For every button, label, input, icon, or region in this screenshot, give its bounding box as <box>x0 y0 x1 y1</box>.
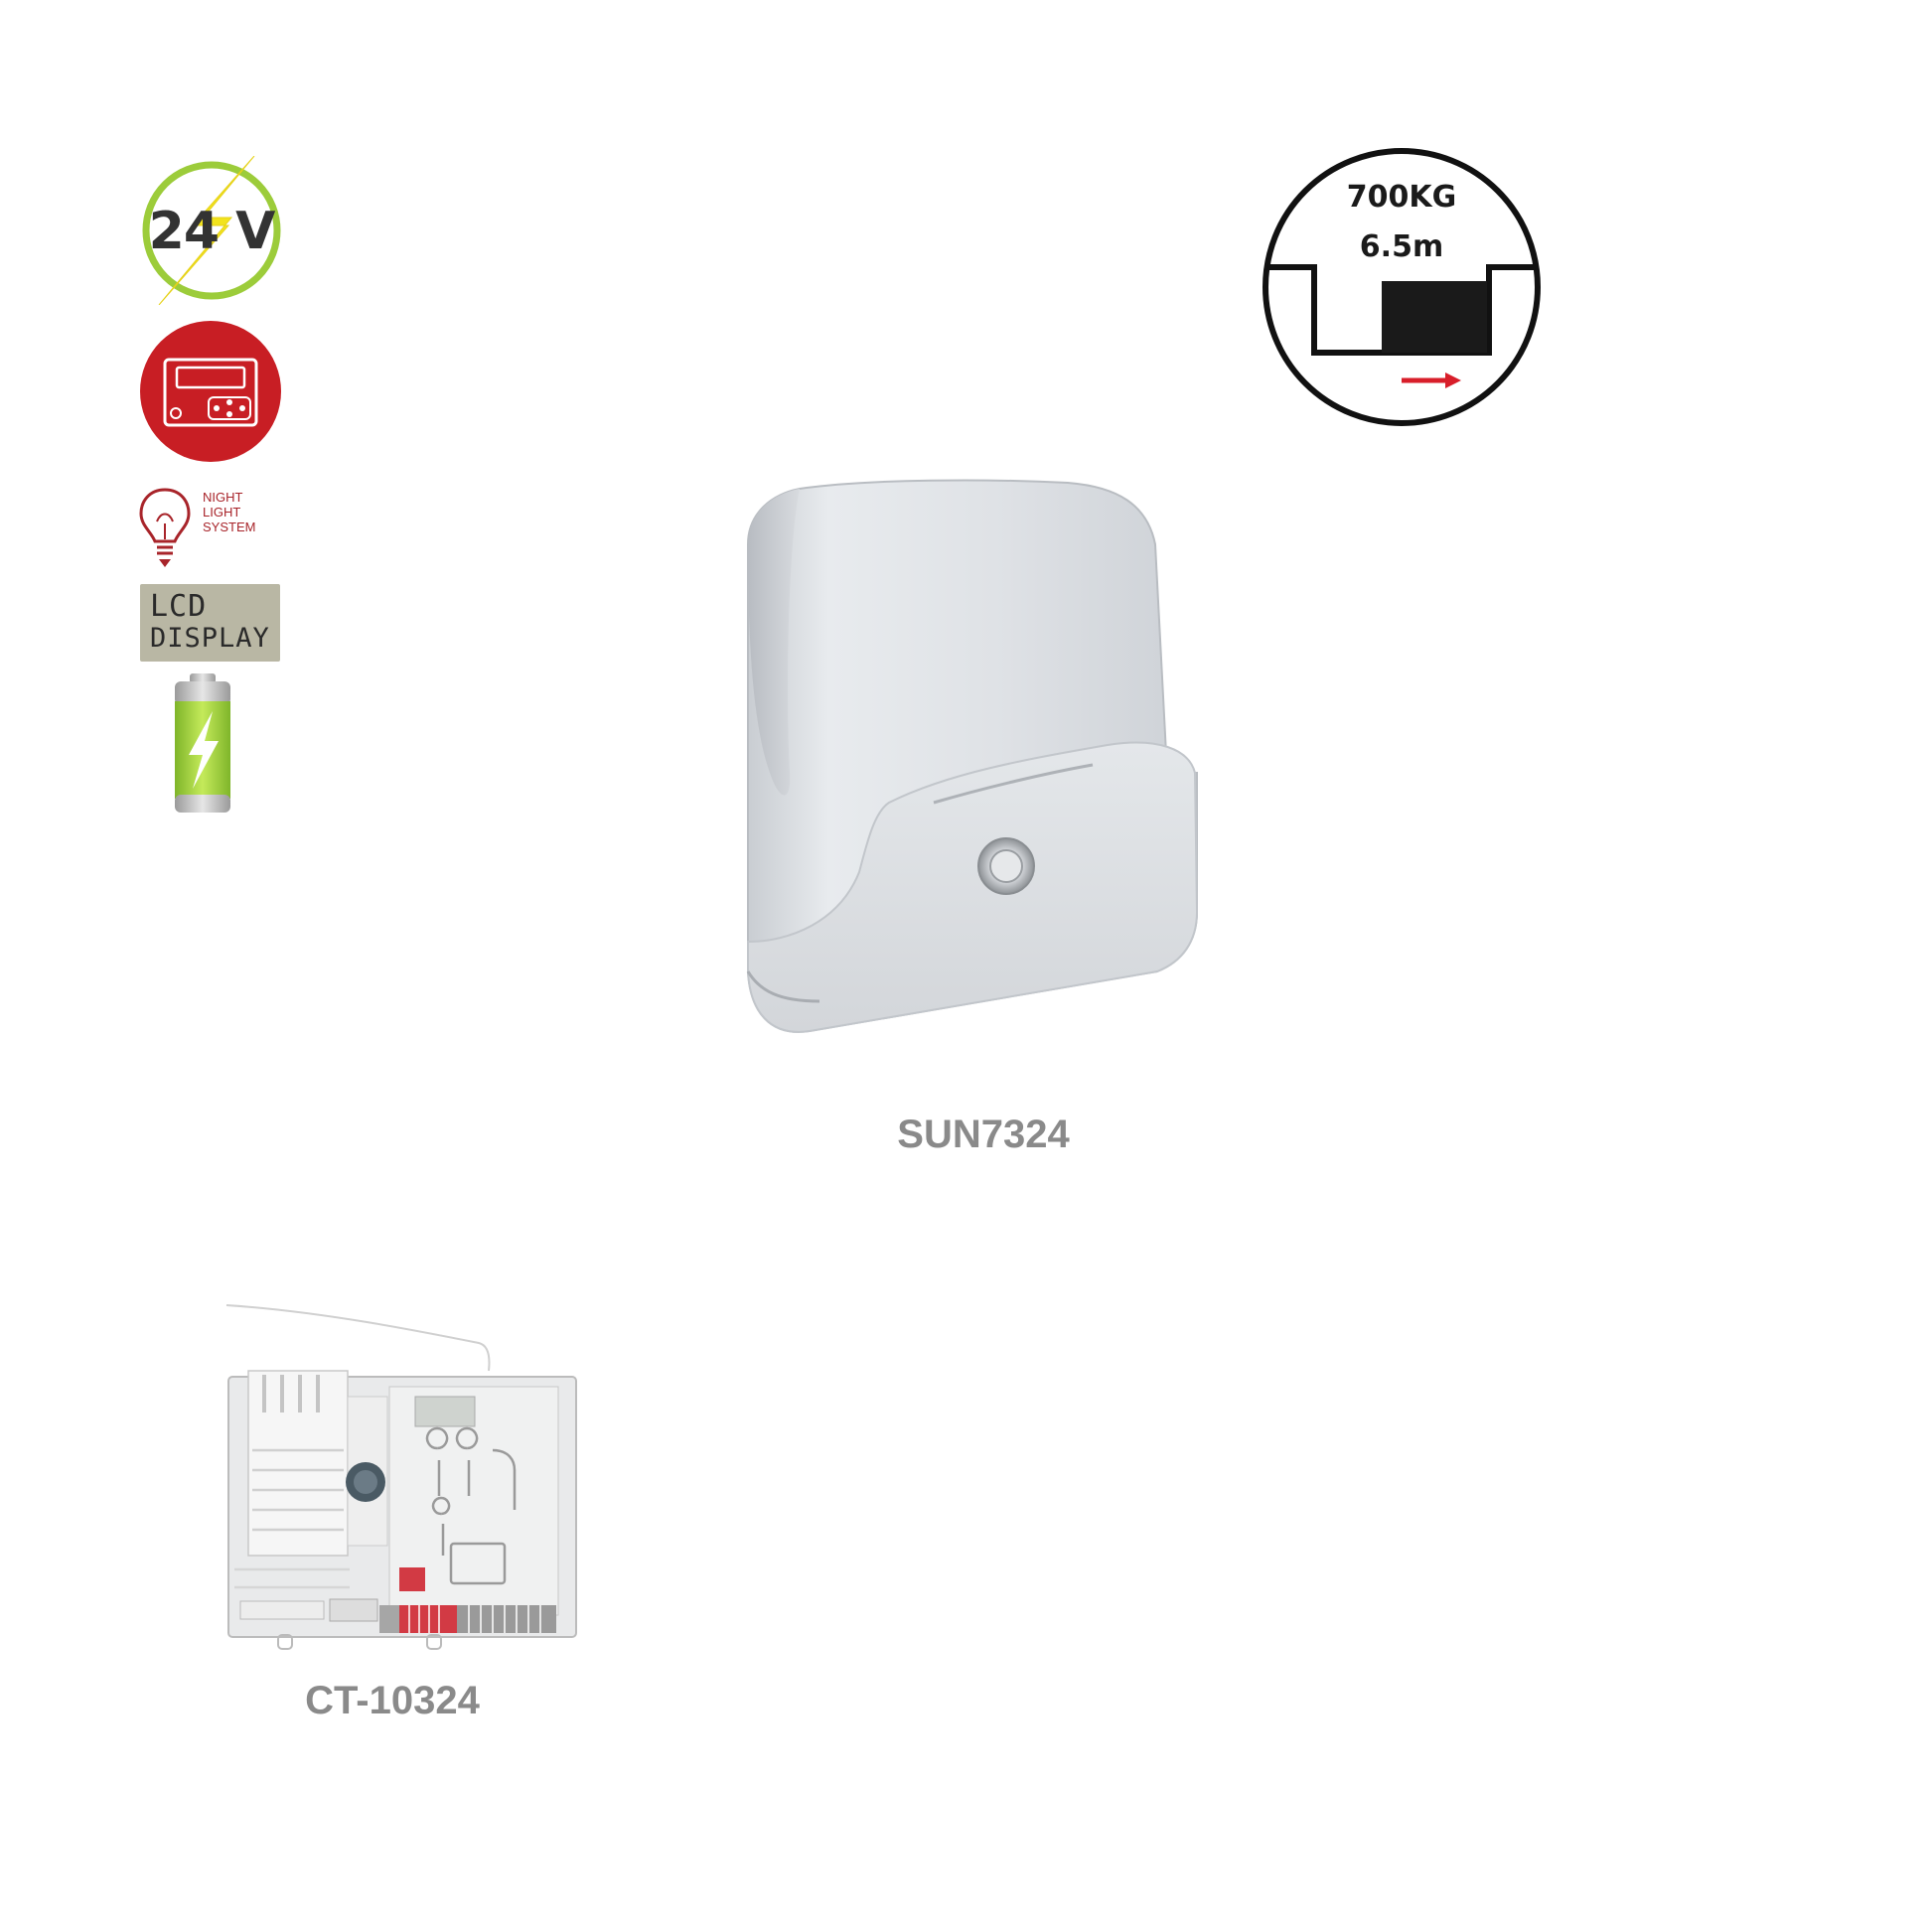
lcd-display-icon: LCD DISPLAY <box>140 584 280 662</box>
gate-motor <box>730 475 1207 1051</box>
night-light-bulb-icon <box>139 488 191 567</box>
night-light-label-2: LIGHT <box>203 505 241 520</box>
gate-spec-badge: 700KG 6.5m <box>1257 142 1547 432</box>
spec-length: 6.5m <box>1359 229 1444 264</box>
battery-badge <box>173 671 232 815</box>
night-light-label-1: NIGHT <box>203 490 243 505</box>
control-panel-badge <box>139 320 282 463</box>
night-light-badge: NIGHT LIGHT SYSTEM <box>135 484 284 573</box>
gate-motor-image <box>746 479 1199 1033</box>
lcd-line-2: DISPLAY <box>150 623 270 654</box>
lcd-line-1: LCD <box>150 589 208 624</box>
sliding-gate-icon <box>1263 148 1541 426</box>
battery-icon <box>175 673 230 813</box>
voltage-24v-badge: 24 V <box>137 155 286 306</box>
voltage-label: 24 V <box>148 202 276 261</box>
control-panel-icon <box>140 321 281 462</box>
control-board <box>221 1301 582 1661</box>
night-light-label-3: SYSTEM <box>203 520 256 534</box>
motor-model-label: SUN7324 <box>897 1113 1070 1156</box>
spec-weight: 700KG <box>1346 180 1457 215</box>
board-model-label: CT-10324 <box>305 1679 480 1722</box>
control-board-image <box>225 1304 577 1650</box>
